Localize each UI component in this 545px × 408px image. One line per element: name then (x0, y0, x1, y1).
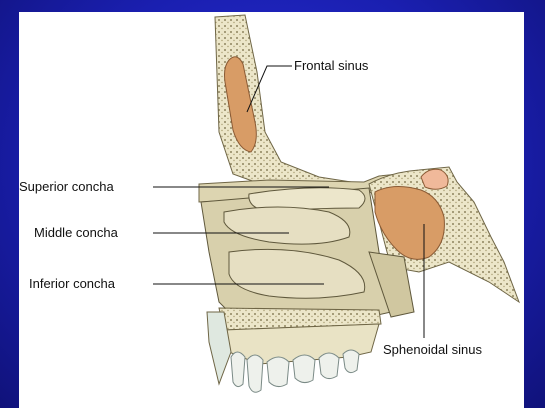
label-sphenoidal-sinus: Sphenoidal sinus (383, 342, 482, 357)
illustration-panel: Frontal sinus Superior concha Middle con… (19, 12, 524, 408)
label-inferior-concha: Inferior concha (29, 276, 115, 291)
label-middle-concha: Middle concha (34, 225, 118, 240)
label-superior-concha: Superior concha (19, 179, 114, 194)
label-frontal-sinus: Frontal sinus (294, 58, 368, 73)
